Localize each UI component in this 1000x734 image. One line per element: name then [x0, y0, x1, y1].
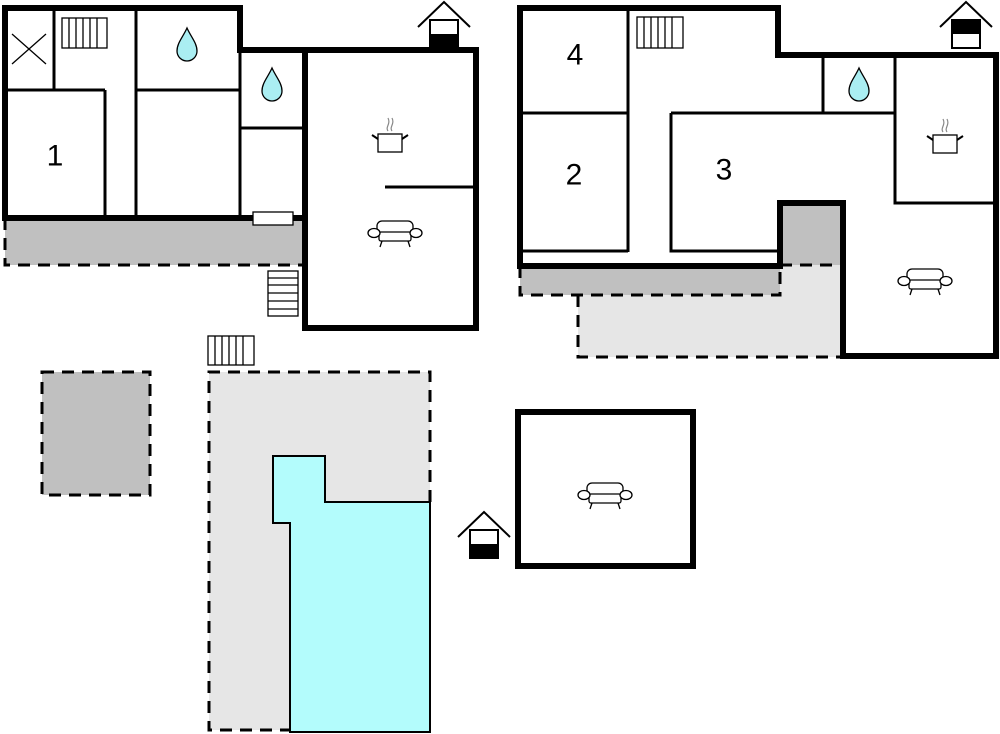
- stairs-icon: [636, 16, 684, 49]
- interior-walls: [5, 8, 476, 218]
- room-label-3: 3: [716, 154, 733, 187]
- covered-terrace: [780, 203, 842, 265]
- exterior-walls: [2, 5, 479, 331]
- water-drop-icon: [261, 67, 283, 102]
- house-icon: [417, 1, 471, 49]
- paved-area: [42, 372, 150, 495]
- room-label-4: 4: [567, 39, 584, 72]
- interior-walls: [520, 8, 996, 253]
- water-drop-icon: [176, 27, 198, 62]
- cooking-pot-icon: [926, 118, 964, 154]
- swimming-pool: [272, 455, 431, 733]
- exterior-walls: [517, 5, 999, 359]
- outdoor-area: [40, 335, 696, 733]
- fireplace-icon: [252, 211, 294, 226]
- room-label-1: 1: [47, 140, 64, 173]
- left-building: 1: [2, 1, 479, 331]
- covered-terrace: [5, 218, 303, 265]
- sofa-icon: [367, 220, 423, 248]
- stairs-icon: [207, 335, 255, 366]
- sofa-icon: [897, 268, 953, 296]
- pool-deck-outline: [207, 370, 432, 732]
- house-icon: [457, 511, 511, 559]
- stairs-icon: [267, 270, 299, 317]
- right-building: 4 2 3: [517, 1, 999, 359]
- room-label-2: 2: [566, 159, 583, 192]
- stairs-icon: [61, 17, 108, 49]
- terrace-outline: [518, 266, 782, 297]
- paved-area-outline: [40, 370, 152, 497]
- cooking-pot-icon: [371, 117, 409, 153]
- terrace-outline: [3, 218, 303, 267]
- water-drop-icon: [848, 67, 870, 102]
- sofa-icon: [577, 482, 633, 510]
- covered-terrace: [520, 266, 780, 295]
- cross-icon: [11, 33, 47, 65]
- terrace-outline: [576, 295, 842, 359]
- house-icon: [939, 1, 993, 49]
- annex-building: [515, 409, 696, 569]
